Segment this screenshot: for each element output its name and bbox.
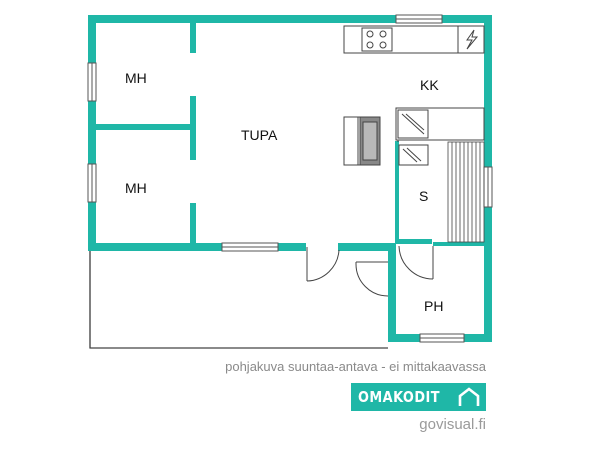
lightning-icon — [466, 29, 479, 50]
disclaimer-caption: pohjakuva suuntaa-antava - ei mittakaava… — [225, 359, 486, 374]
fridge — [457, 25, 485, 54]
kitchen-counter — [343, 25, 485, 54]
room-label-tupa: TUPA — [241, 127, 278, 143]
windows — [87, 14, 493, 343]
kitchen-bench — [395, 107, 485, 142]
doors — [306, 245, 434, 297]
room-label-s: S — [419, 188, 428, 204]
sauna-door — [398, 245, 434, 280]
outer-walls — [88, 15, 492, 342]
bathroom-door — [355, 261, 389, 297]
logo-text: OMAKODIT — [358, 388, 440, 406]
room-label-kk: KK — [420, 77, 439, 93]
room-label-mh-top: MH — [125, 70, 147, 86]
terrace — [89, 248, 388, 349]
interior-walls — [96, 23, 484, 246]
house-icon — [458, 387, 480, 406]
sauna-stove — [398, 144, 429, 166]
sauna-benches — [447, 141, 485, 243]
entry-door — [306, 247, 340, 282]
room-label-mh-bottom: MH — [125, 180, 147, 196]
fireplace-icon — [343, 116, 381, 166]
room-label-ph: PH — [424, 298, 443, 314]
stove-icon — [361, 27, 393, 52]
omakodit-logo: OMAKODIT — [351, 383, 486, 411]
website-link[interactable]: govisual.fi — [419, 416, 486, 433]
